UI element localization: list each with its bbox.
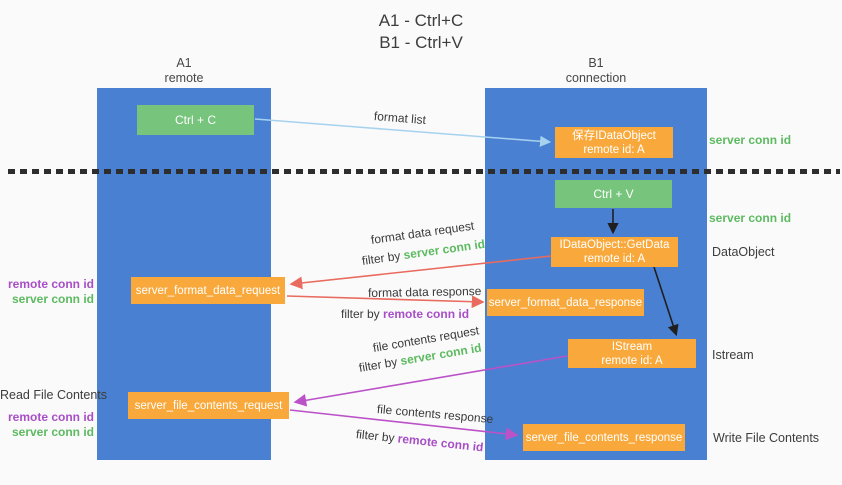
annotation-server-conn-id-mid: server conn id [709,211,792,225]
annotation-dataobject: DataObject [712,245,775,259]
node-server-format-data-request: server_format_data_request [131,277,285,304]
title-line-2: B1 - Ctrl+V [379,33,463,52]
node-istream-title: IStream [611,340,653,353]
edge-label-format-list: format list [373,109,427,128]
node-server-format-data-response: server_format_data_response [487,289,644,316]
filter-by-text: filter by [355,427,396,446]
node-ctrl-c: Ctrl + C [137,105,254,135]
annotation-remote-conn-id: remote conn id [7,410,94,424]
diagram-title: A1 - Ctrl+C B1 - Ctrl+V [0,10,842,54]
edge-label-filter-file-response: filter by remote conn id [355,427,484,454]
annotation-server-conn-id-top: server conn id [709,133,792,147]
annotation-write-file-contents: Write File Contents [713,431,820,445]
phase-separator-dotted-line [8,169,840,174]
lifeline-a1-name: A1 [176,56,192,70]
annotation-server-conn-id: server conn id [11,424,94,439]
lifeline-b1-role: connection [565,71,627,85]
node-server-file-contents-response-label: server_file_contents_response [525,431,683,444]
node-istream-subtitle: remote id: A [601,354,663,367]
filter-key-remote-conn-id: remote conn id [383,307,470,321]
title-line-1: A1 - Ctrl+C [378,11,464,30]
annotation-left-conn-ids-bottom: remote conn id server conn id [0,410,94,439]
filter-by-text: filter by [341,307,380,321]
node-save-idataobject: 保存IDataObject remote id: A [555,127,673,158]
node-istream: IStream remote id: A [568,339,696,368]
node-idataobject-getdata-subtitle: remote id: A [583,253,646,265]
annotation-remote-conn-id: remote conn id [7,277,94,291]
annotation-istream: Istream [712,348,754,362]
lifeline-a1-role: remote [164,71,204,85]
filter-by-text: filter by [357,354,399,375]
annotation-server-conn-id: server conn id [11,291,94,306]
lifeline-header-b1: B1 connection [546,56,646,86]
node-idataobject-getdata: IDataObject::GetData remote id: A [551,237,678,267]
node-idataobject-getdata-title: IDataObject::GetData [559,239,670,251]
edge-label-file-contents-response: file contents response [376,402,494,427]
node-ctrl-c-label: Ctrl + C [174,113,216,127]
node-server-file-contents-request-label: server_file_contents_request [134,399,283,412]
annotation-read-file-contents: Read File Contents [0,388,108,402]
node-server-file-contents-response: server_file_contents_response [523,424,685,451]
lifeline-b1-name: B1 [588,56,604,70]
node-ctrl-v-label: Ctrl + V [593,187,634,201]
lifeline-header-a1: A1 remote [134,56,234,86]
edge-label-format-data-response: format data response [367,284,482,300]
annotation-left-conn-ids-top: remote conn id server conn id [0,277,94,306]
node-server-format-data-request-label: server_format_data_request [135,284,281,297]
node-save-idataobject-subtitle: remote id: A [583,143,645,156]
node-server-format-data-response-label: server_format_data_response [488,296,643,309]
filter-key-remote-conn-id: remote conn id [397,431,485,455]
node-server-file-contents-request: server_file_contents_request [128,392,289,419]
edge-label-filter-format-response: filter by remote conn id [341,307,469,321]
node-save-idataobject-title: 保存IDataObject [572,129,656,142]
filter-by-text: filter by [361,248,402,268]
node-ctrl-v: Ctrl + V [555,180,672,208]
